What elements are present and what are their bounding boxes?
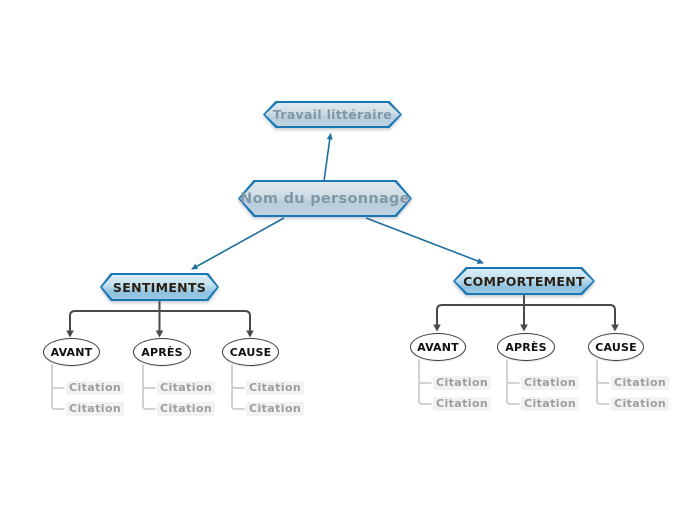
branch-sentiments-fill <box>102 275 217 299</box>
citation-item[interactable]: Citation <box>246 402 305 416</box>
node-root-label: Travail littéraire <box>272 107 393 122</box>
connector-sentiments-arrowheads <box>66 330 254 338</box>
node-root-fill <box>265 103 400 126</box>
citation-item[interactable]: Citation <box>246 381 305 395</box>
node-main-fill <box>240 182 410 215</box>
connector-main-to-root <box>323 133 333 182</box>
node-comportement-apres[interactable]: APRÈS <box>497 333 555 361</box>
branch-comportement-label: COMPORTEMENT <box>463 273 585 289</box>
citation-item[interactable]: Citation <box>157 381 216 395</box>
node-sentiments-apres[interactable]: APRÈS <box>133 338 191 366</box>
citation-item[interactable]: Citation <box>611 397 670 411</box>
node-root[interactable]: Travail littéraire <box>263 101 402 128</box>
node-comportement-cause[interactable]: CAUSE <box>588 333 644 361</box>
connector-comportement-bus <box>436 294 616 327</box>
node-comportement-avant[interactable]: AVANT <box>410 333 466 361</box>
branch-sentiments-label: SENTIMENTS <box>112 279 207 295</box>
node-main[interactable]: Nom du personnage <box>238 180 412 217</box>
citation-item[interactable]: Citation <box>611 376 670 390</box>
branch-comportement-fill <box>455 269 593 293</box>
connector-comportement-arrowheads <box>433 324 619 332</box>
branch-comportement[interactable]: COMPORTEMENT <box>453 267 595 295</box>
node-main-label: Nom du personnage <box>240 190 410 207</box>
branch-sentiments[interactable]: SENTIMENTS <box>100 273 219 301</box>
connector-main-to-sentiments <box>191 217 285 270</box>
citation-item[interactable]: Citation <box>521 376 580 390</box>
citation-item[interactable]: Citation <box>433 376 492 390</box>
node-sentiments-avant[interactable]: AVANT <box>43 338 100 366</box>
citation-item[interactable]: Citation <box>157 402 216 416</box>
citation-item[interactable]: Citation <box>66 402 125 416</box>
connector-main-to-comportement <box>365 217 484 264</box>
connector-sentiments-bus <box>69 300 251 333</box>
citation-item[interactable]: Citation <box>66 381 125 395</box>
citation-item[interactable]: Citation <box>521 397 580 411</box>
node-sentiments-cause[interactable]: CAUSE <box>222 338 279 366</box>
citation-item[interactable]: Citation <box>433 397 492 411</box>
connector-citation-branches <box>51 359 610 410</box>
